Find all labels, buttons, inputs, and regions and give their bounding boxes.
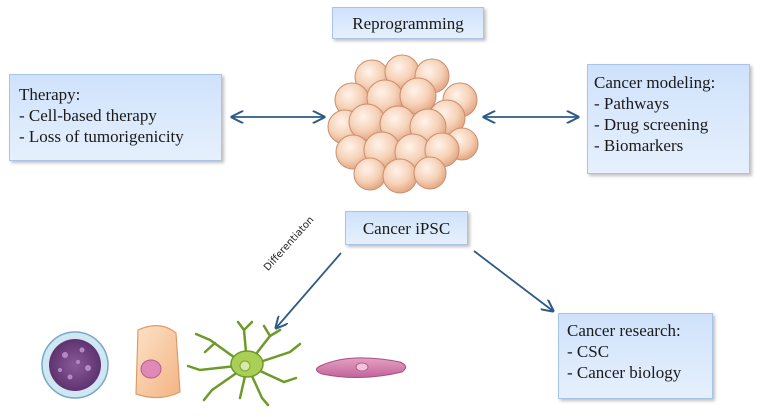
reprogramming-box: Reprogramming [332,7,484,39]
arrow-ipsc-research [473,250,553,311]
therapy-title: Therapy: [19,85,81,104]
modeling-item: - Biomarkers [594,136,684,155]
neuron-icon [186,320,302,407]
research-item: - Cancer biology [567,363,682,382]
lymphocyte-icon [41,331,109,399]
reprogramming-label: Reprogramming [352,14,464,33]
modeling-item: - Pathways [594,94,670,113]
therapy-box: Therapy: - Cell-based therapy - Loss of … [9,74,222,161]
arrow-ipsc-differentiation [276,252,342,328]
modeling-item: - Drug screening [594,115,709,134]
epithelial-cell-icon [135,325,181,399]
ipsc-label: Cancer iPSC [362,219,451,238]
muscle-cell-icon [316,357,406,379]
modeling-title: Cancer modeling: [594,73,716,92]
cell-cluster-icon [327,54,479,194]
research-item: - CSC [567,342,610,361]
cancer-modeling-box: Cancer modeling: - Pathways - Drug scree… [587,64,750,174]
research-title: Cancer research: [567,321,681,340]
therapy-item: - Loss of tumorigenicity [19,127,184,146]
cancer-research-box: Cancer research: - CSC - Cancer biology [558,313,713,399]
cancer-ipsc-box: Cancer iPSC [345,211,468,245]
therapy-item: - Cell-based therapy [19,106,157,125]
